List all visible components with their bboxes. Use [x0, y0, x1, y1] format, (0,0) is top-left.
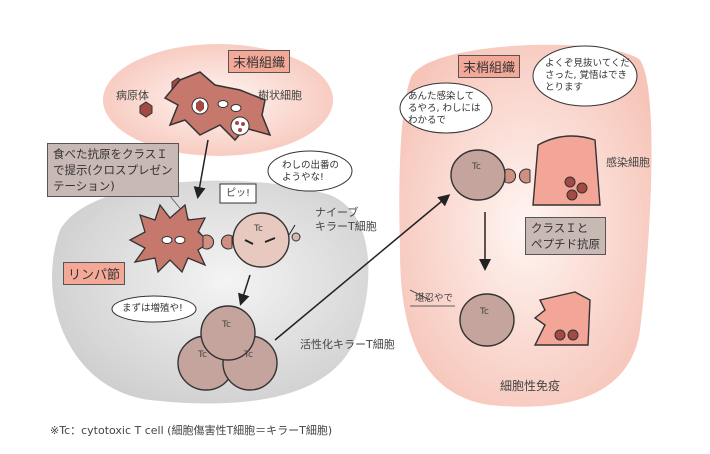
infected-bubble — [532, 45, 638, 107]
mhc-note: クラスＩと ペプチド抗原 — [525, 217, 606, 255]
beep-text: ピッ! — [226, 188, 251, 199]
lymph-node-label: リンパ節 — [63, 262, 126, 285]
infected-cell — [532, 135, 601, 206]
left-tissue-label: 末梢組織 — [228, 50, 291, 73]
tc-bubble-text: あんた感染して るやろ, わしには わかるで — [408, 91, 481, 126]
tc-tag: Tc — [222, 320, 231, 330]
killing-killer-t-cell — [459, 293, 515, 347]
pathogen-label: 病原体 — [116, 89, 149, 102]
right-tissue-label: 末梢組織 — [458, 55, 521, 78]
effector-killer-t-cell — [450, 149, 506, 201]
tc-tag: Tc — [244, 350, 253, 360]
cellular-immunity-label: 細胞性免疫 — [500, 379, 561, 393]
naive-bubble-text: わしの出番の ようやな! — [282, 160, 340, 183]
cross-presentation-note: 食べた抗原をクラスＩ で提示(クロスプレゼン テーション) — [47, 143, 179, 197]
infected-bubble-text: よくぞ見抜いてくだ さった, 覚悟はでき とります — [545, 58, 630, 93]
naive-label-1: ナイーブ — [315, 206, 359, 219]
infected-cell-label: 感染細胞 — [606, 156, 650, 169]
tc-tag: Tc — [480, 307, 489, 317]
arrow-to-lymph-node — [193, 139, 209, 199]
proliferate-speech-bubble — [111, 295, 197, 323]
naive-speech-bubble — [267, 150, 353, 192]
proliferate-bubble-text: まずは増殖や! — [122, 303, 183, 314]
beep-box — [219, 183, 257, 204]
naive-killer-t-cell — [232, 212, 290, 268]
arrow-to-proliferation — [238, 274, 251, 306]
arrow-to-periphery — [274, 194, 451, 341]
sorry-text: 堪忍やで — [415, 293, 454, 304]
naive-label-2: キラーT細胞 — [315, 220, 377, 233]
footnote: ※Tc：cytotoxic T cell (細胞傷害性T細胞＝キラーT細胞) — [50, 424, 333, 437]
activated-label: 活性化キラーT細胞 — [300, 338, 395, 351]
dendritic-cell-label: 樹状細胞 — [258, 89, 302, 102]
tc-tag: Tc — [472, 162, 481, 172]
tc-tag: Tc — [198, 350, 207, 360]
activated-killer-t-cells — [177, 305, 278, 391]
tc-bubble — [399, 82, 493, 134]
tc-tag: Tc — [254, 224, 263, 234]
